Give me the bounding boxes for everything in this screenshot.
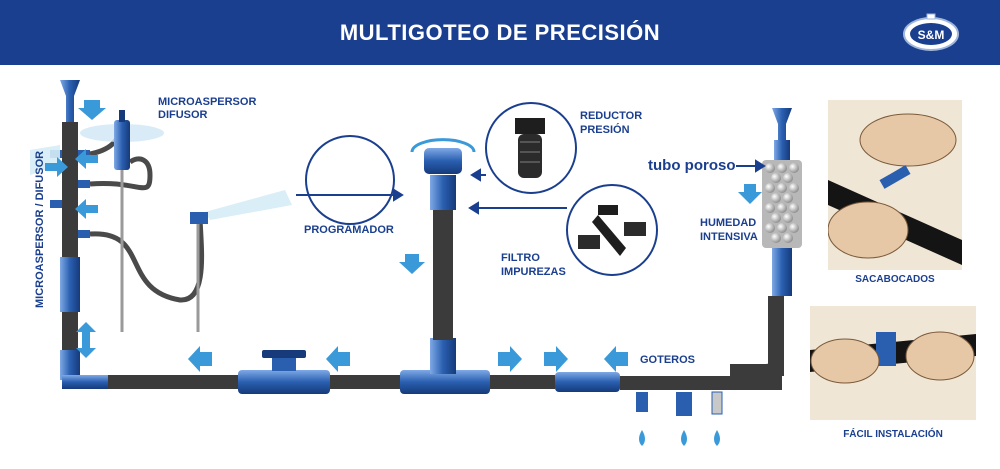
pointer-arrows: [296, 159, 766, 215]
logo-text: S&M: [918, 28, 945, 42]
porous-tube: [762, 108, 802, 296]
label-intensiva: INTENSIVA: [700, 231, 758, 243]
label-programador: PROGRAMADOR: [304, 224, 394, 236]
difusor-device: [190, 190, 292, 332]
brand-logo: S&M: [900, 10, 962, 54]
center-riser-fitting: [430, 175, 456, 210]
center-riser-pipe: [433, 210, 453, 340]
label-difusor: DIFUSOR: [158, 109, 208, 121]
label-humedad: HUMEDAD: [700, 217, 757, 229]
label-vertical-microaspersor-difusor: MICROASPERSOR / DIFUSOR: [34, 150, 46, 308]
tee-fitting: [400, 338, 490, 394]
microaspersor-device: [80, 110, 164, 332]
goteros-drippers: [636, 391, 723, 446]
label-goteros: GOTEROS: [640, 354, 696, 366]
programador-circle: [305, 135, 395, 225]
photo-sacabocados: [828, 100, 962, 270]
label-microaspersor: MICROASPERSOR: [158, 96, 257, 108]
ball-valve: [238, 350, 330, 394]
main-pipe: [108, 296, 784, 390]
label-presion: PRESIÓN: [580, 124, 630, 136]
photo-facil-instalacion: [810, 306, 976, 420]
label-impurezas: IMPUREZAS: [501, 266, 566, 278]
caption-facil-instalacion: FÁCIL INSTALACIÓN: [843, 429, 943, 440]
reductor-presion-circle: [485, 102, 577, 194]
label-tubo-poroso: tubo poroso: [648, 157, 736, 174]
flow-arrows: [45, 100, 762, 372]
label-filtro: FILTRO: [501, 252, 540, 264]
irrigation-diagram: [30, 80, 802, 446]
filtro-circle: [566, 184, 658, 276]
pipe-couplings: [555, 372, 620, 392]
header-bar: [0, 0, 1000, 65]
page-title: MULTIGOTEO DE PRECISIÓN: [339, 20, 661, 45]
left-vertical-pipe: [60, 80, 108, 389]
micro-tubes: [89, 129, 205, 303]
caption-sacabocados: SACABOCADOS: [855, 274, 935, 285]
label-reductor: REDUCTOR: [580, 110, 643, 122]
faucet-connector: [410, 138, 476, 174]
